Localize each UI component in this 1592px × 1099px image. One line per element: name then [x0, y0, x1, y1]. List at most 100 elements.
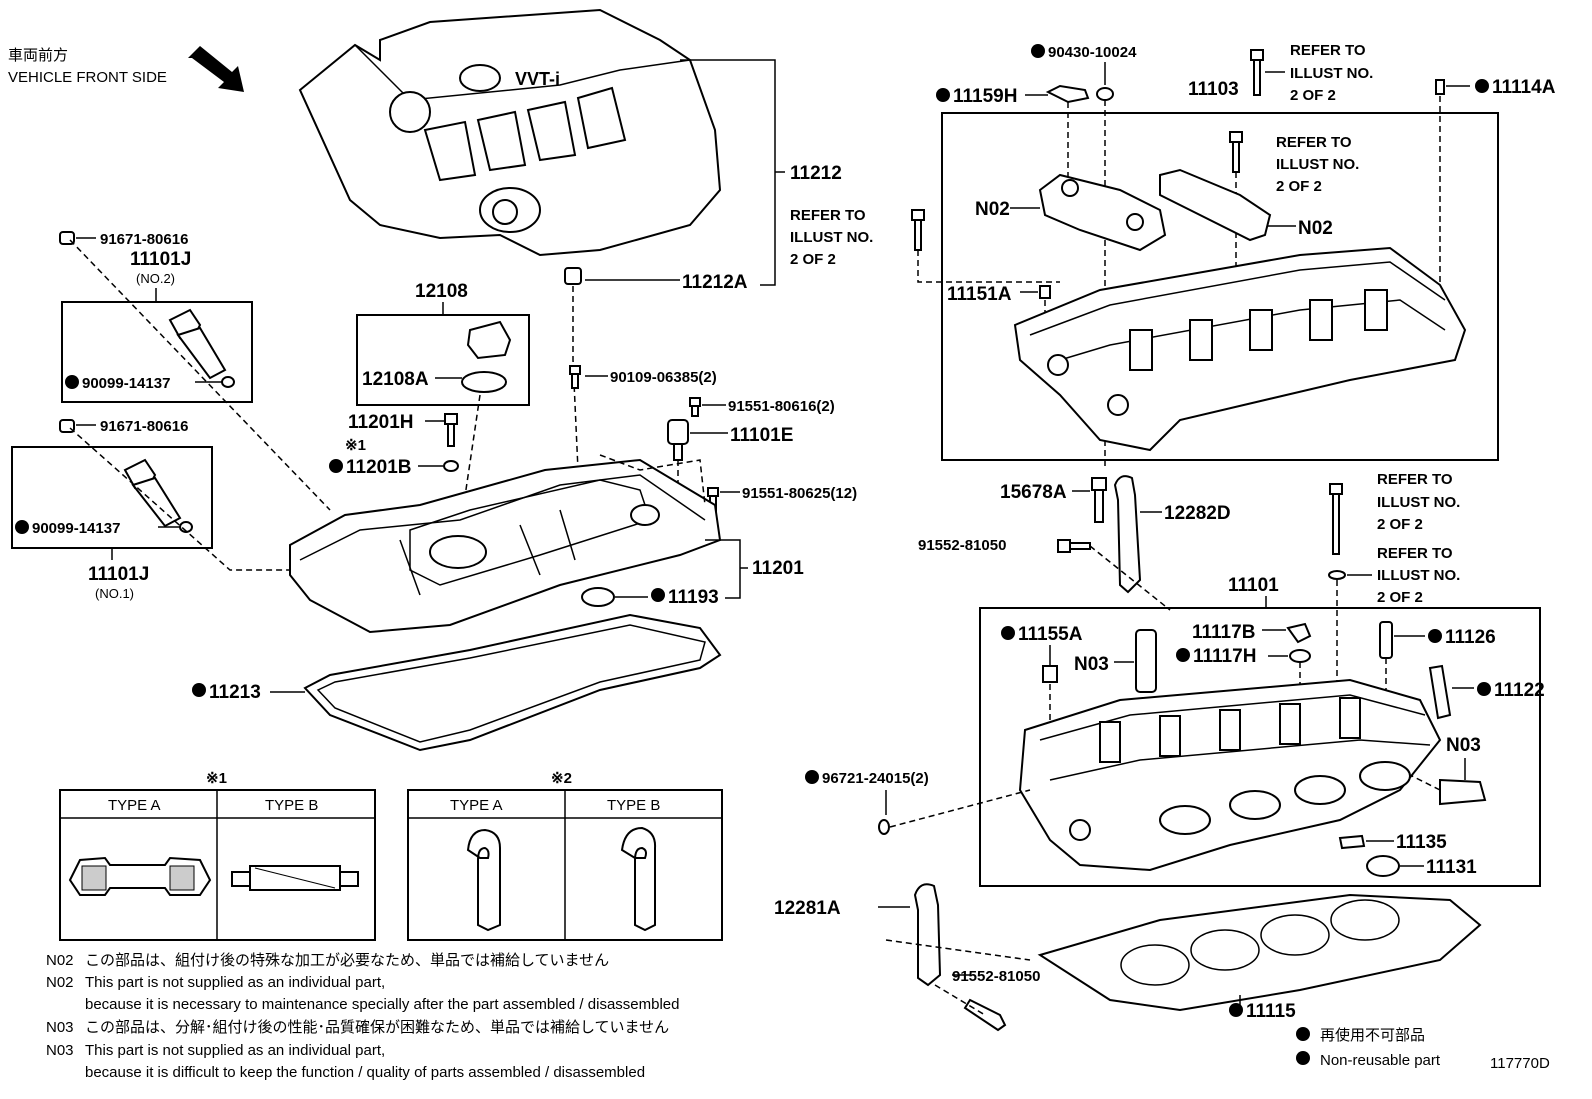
cylinder-head: [1018, 678, 1442, 872]
o-ring-90099-a: [221, 376, 235, 388]
head-gasket-11115: [1037, 893, 1482, 1012]
label-11103: 11103: [1188, 79, 1239, 100]
label-11114A: 11114A: [1492, 77, 1556, 98]
refer-2-line3: 2 OF 2: [1276, 178, 1322, 195]
grommet-type-a: [68, 856, 212, 896]
legend-marker-jp: [1296, 1027, 1310, 1041]
bolt-11201H: [444, 413, 458, 447]
note-n03-jp-code: N03: [46, 1019, 74, 1036]
non-reusable-marker: [15, 520, 29, 534]
label-11135: 11135: [1396, 832, 1447, 853]
legend-en: Non-reusable part: [1320, 1052, 1441, 1069]
label-12108A: 12108A: [362, 369, 429, 390]
refer-3-line1: REFER TO: [790, 207, 866, 224]
label-96721-24015: 96721-24015(2): [822, 770, 929, 787]
non-reusable-marker: [651, 588, 665, 602]
refer-1-line2: ILLUST NO.: [1290, 65, 1373, 82]
type1-b-header: TYPE B: [265, 797, 318, 814]
non-reusable-marker: [1001, 626, 1015, 640]
note-n03-en2: because it is difficult to keep the func…: [85, 1064, 645, 1081]
label-11101J-no1: 11101J: [88, 564, 149, 585]
label-15678A: 15678A: [1000, 482, 1067, 503]
legend-marker-en: [1296, 1051, 1310, 1065]
pin-11151A: [1039, 285, 1051, 299]
type1-a-header: TYPE A: [108, 797, 161, 814]
non-reusable-marker: [1475, 79, 1489, 93]
refer-5-line1: REFER TO: [1377, 545, 1453, 562]
front-arrow-icon: [188, 46, 244, 92]
camshaft-housing-box: [941, 112, 1499, 461]
label-90099-14137-b: 90099-14137: [32, 520, 120, 537]
types-ref2: ※2: [551, 770, 572, 787]
note-n02-en-code: N02: [46, 974, 74, 991]
label-11201H: 11201H: [348, 412, 414, 433]
label-N03-a: N03: [1074, 654, 1109, 675]
vehicle-front-jp: 車両前方: [8, 47, 68, 64]
refer-3-line2: ILLUST NO.: [790, 229, 873, 246]
guide-11122: [1428, 664, 1452, 720]
gasket-11117H: [1289, 649, 1311, 663]
hanger-type-a: [466, 828, 501, 932]
ref-1: ※1: [345, 437, 366, 454]
bolt-refer-1: [1250, 49, 1264, 96]
non-reusable-marker: [329, 459, 343, 473]
non-reusable-marker: [936, 88, 950, 102]
camshaft-bearing-cap-a: [1038, 173, 1167, 252]
bolt-91552-a: [1057, 539, 1091, 553]
label-11155A: 11155A: [1018, 624, 1083, 645]
gasket-90430: [1096, 87, 1114, 101]
engine-cover: VVT-i: [298, 8, 722, 257]
non-reusable-marker: [1428, 629, 1442, 643]
refer-4-line3: 2 OF 2: [1377, 516, 1423, 533]
non-reusable-marker: [1031, 44, 1045, 58]
oil-cap: [461, 320, 512, 393]
grommet-type-b: [231, 865, 359, 891]
oil-control-valve-no1: [123, 458, 182, 528]
bolt-refer-4: [1329, 483, 1343, 555]
type2-a-header: TYPE A: [450, 797, 503, 814]
label-11201B: 11201B: [346, 457, 412, 478]
bolt-91551-80616: [689, 397, 701, 417]
vvti-logo: VVT-i: [515, 69, 560, 89]
label-11101J-no2: 11101J: [130, 249, 191, 270]
note-n02-jp-code: N02: [46, 952, 74, 969]
gasket-11159H: [1045, 84, 1090, 104]
non-reusable-marker: [192, 683, 206, 697]
label-12108: 12108: [415, 281, 468, 302]
label-90430-10024: 90430-10024: [1048, 44, 1137, 61]
cylinder-head-box: [979, 607, 1541, 887]
label-91551-80625: 91551-80625(12): [742, 485, 857, 502]
engine-hanger-12281A: [913, 883, 942, 987]
label-11193: 11193: [668, 587, 719, 608]
label-91552-81050-a: 91552-81050: [918, 537, 1006, 554]
non-reusable-marker: [1229, 1003, 1243, 1017]
pin-11155A: [1042, 665, 1058, 683]
label-11122: 11122: [1494, 680, 1545, 701]
non-reusable-marker: [805, 770, 819, 784]
refer-2-line2: ILLUST NO.: [1276, 156, 1359, 173]
bolt-91552-b: [963, 998, 1007, 1032]
refer-4-line1: REFER TO: [1377, 471, 1453, 488]
label-12281A: 12281A: [774, 898, 841, 919]
diagram-id: 117770D: [1490, 1055, 1550, 1072]
camshaft-housing: [1013, 246, 1467, 452]
oil-cap-box: [356, 314, 530, 406]
note-n02-en1: This part is not supplied as an individu…: [85, 974, 385, 991]
pin-11114A: [1435, 79, 1445, 95]
engine-hanger-12282D: [1113, 475, 1142, 594]
label-11212A: 11212A: [682, 272, 748, 293]
refer-2-line1: REFER TO: [1276, 134, 1352, 151]
label-11101: 11101: [1228, 575, 1279, 596]
refer-5-line2: ILLUST NO.: [1377, 567, 1460, 584]
label-90109: 90109-06385(2): [610, 369, 717, 386]
label-90099-14137-a: 90099-14137: [82, 375, 170, 392]
label-11117H: 11117H: [1193, 646, 1256, 667]
label-91552-81050-b: 91552-81050: [952, 968, 1040, 985]
label-N03-b: N03: [1446, 735, 1481, 756]
cylinder-head-cover: [289, 458, 722, 634]
oil-control-valve-no2: [168, 308, 227, 380]
label-11213: 11213: [209, 682, 261, 703]
seal-11131: [1366, 855, 1400, 877]
plug-96721: [878, 819, 890, 835]
